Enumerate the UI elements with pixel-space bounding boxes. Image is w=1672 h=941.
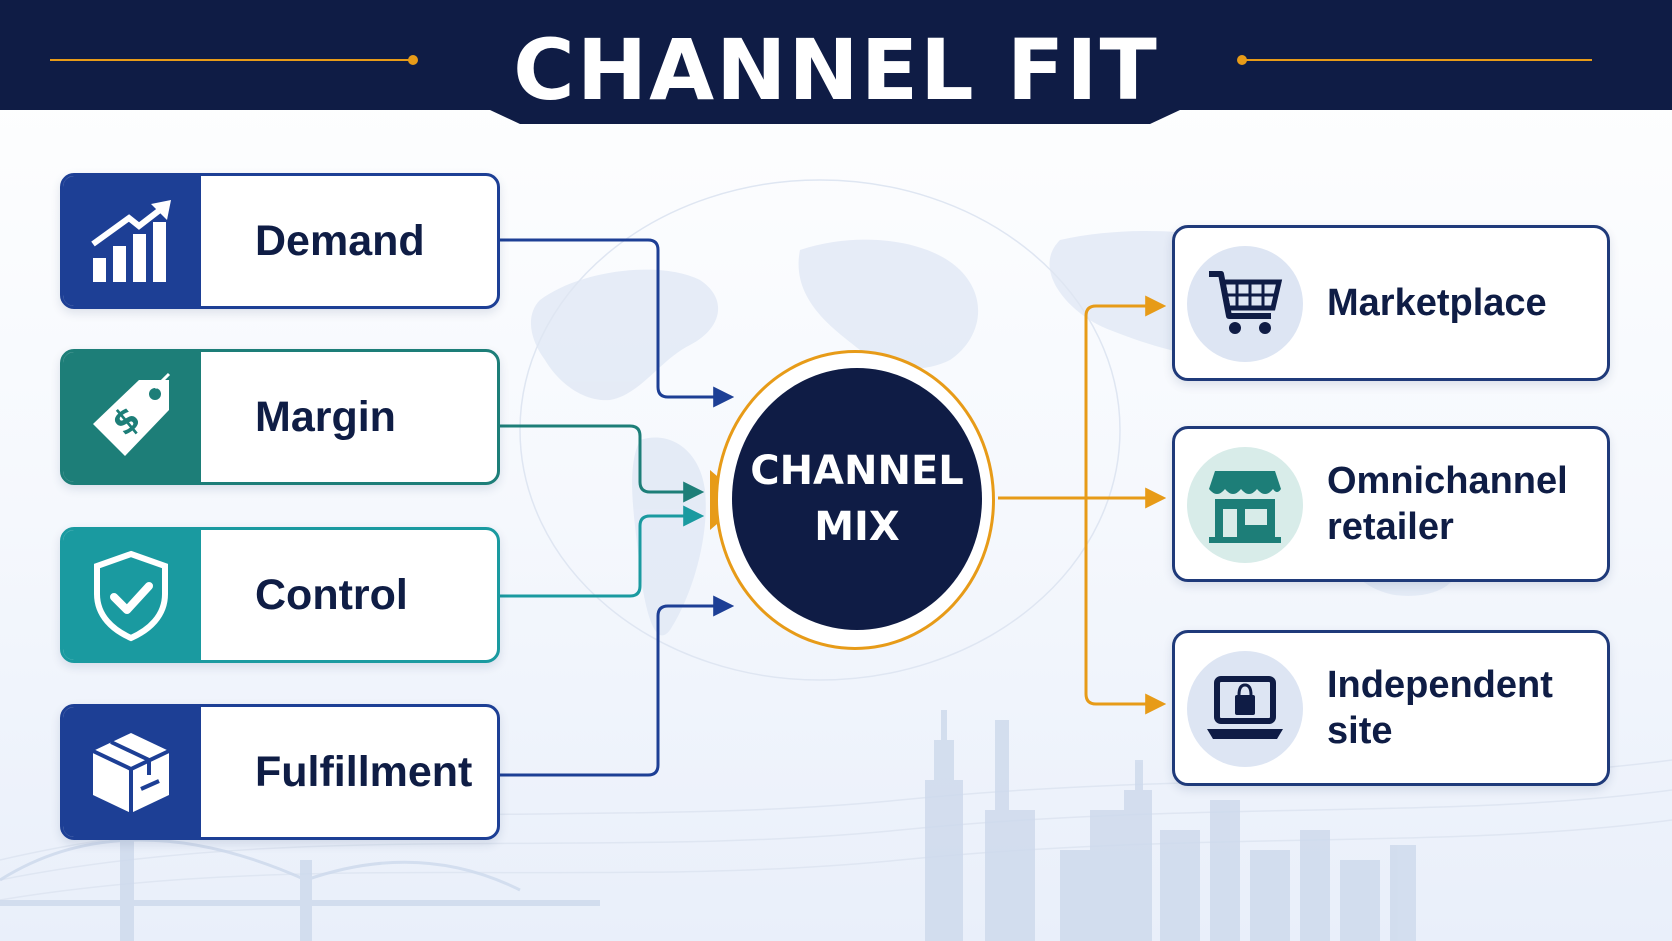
factor-card-margin: $ Margin bbox=[60, 349, 500, 485]
control-tile bbox=[63, 530, 201, 660]
independent-site-badge bbox=[1187, 651, 1303, 767]
channel-label: Marketplace bbox=[1327, 282, 1547, 324]
shopping-cart-icon bbox=[1209, 271, 1283, 334]
omnichannel-badge bbox=[1187, 447, 1303, 563]
factor-card-fulfillment: Fulfillment bbox=[60, 704, 500, 840]
connector-independent bbox=[1084, 498, 1167, 715]
channel-card-omnichannel-retailer: Omnichannel retailer bbox=[1172, 426, 1610, 582]
shield-check-icon bbox=[94, 550, 168, 642]
factor-card-demand: Demand bbox=[60, 173, 500, 309]
channel-label: Independent site bbox=[1327, 664, 1553, 752]
connector-control bbox=[500, 505, 705, 598]
hub-label-line2: MIX bbox=[814, 504, 900, 550]
page-title: CHANNEL FIT bbox=[513, 21, 1159, 119]
factor-card-control: Control bbox=[60, 527, 500, 663]
connector-fulfillment bbox=[500, 595, 735, 777]
price-tag-dollar-icon: $ bbox=[93, 372, 171, 456]
bar-chart-growth-icon bbox=[91, 200, 171, 282]
channel-label: Omnichannel retailer bbox=[1327, 460, 1568, 548]
channel-mix-hub: CHANNEL MIX bbox=[732, 368, 982, 630]
factor-label: Fulfillment bbox=[255, 747, 473, 796]
fulfillment-tile bbox=[63, 707, 201, 837]
package-box-icon bbox=[92, 733, 170, 813]
factor-label: Control bbox=[255, 570, 408, 619]
factor-label: Margin bbox=[255, 392, 396, 441]
hub-label-line1: CHANNEL bbox=[750, 448, 964, 494]
storefront-icon bbox=[1209, 471, 1281, 543]
factor-label: Demand bbox=[255, 216, 425, 265]
connector-demand bbox=[500, 238, 735, 408]
margin-tile: $ bbox=[63, 352, 201, 482]
laptop-shopping-bag-icon bbox=[1207, 676, 1283, 739]
demand-tile bbox=[63, 176, 201, 306]
connector-marketplace bbox=[1084, 295, 1167, 498]
connector-margin bbox=[500, 424, 705, 503]
marketplace-badge bbox=[1187, 246, 1303, 362]
channel-card-independent-site: Independent site bbox=[1172, 630, 1610, 786]
header-banner bbox=[0, 0, 1672, 124]
channel-card-marketplace: Marketplace bbox=[1172, 225, 1610, 381]
